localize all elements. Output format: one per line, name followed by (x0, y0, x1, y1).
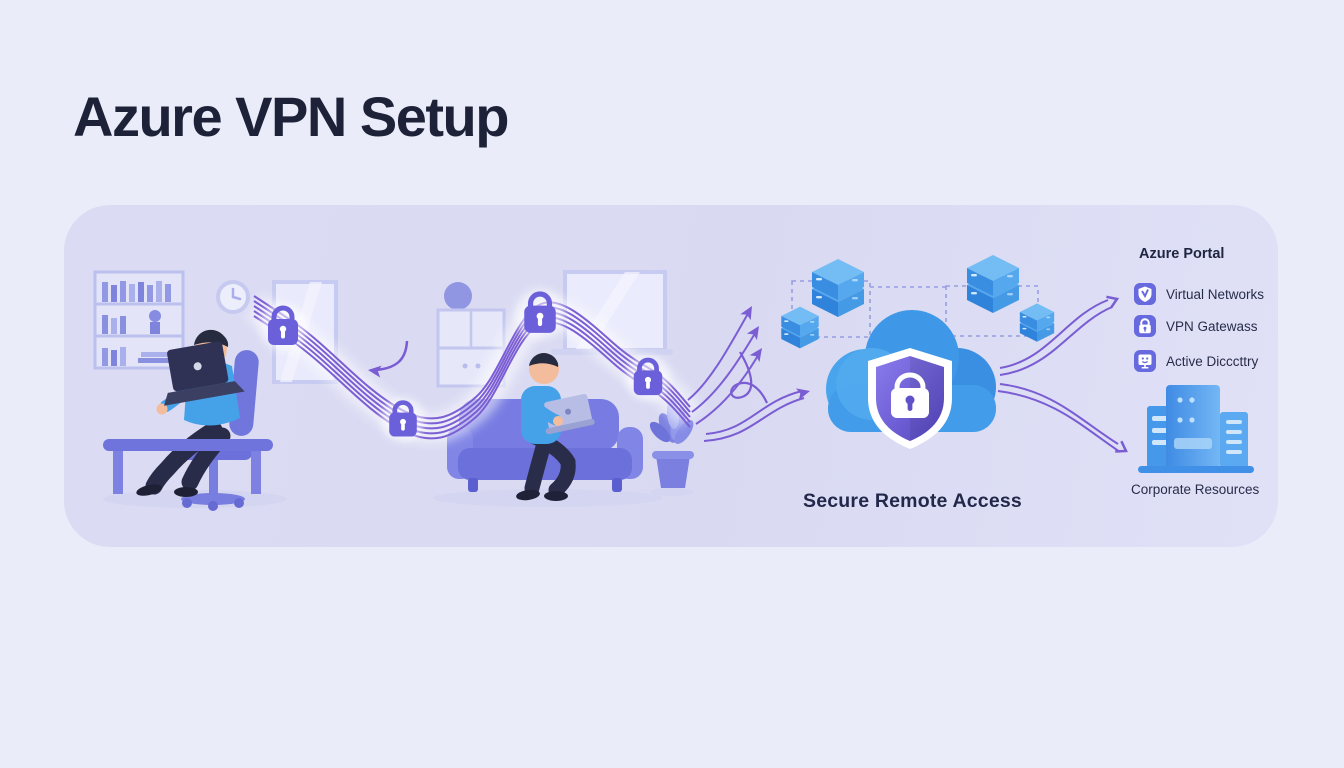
corporate-resources-label: Corporate Resources (1131, 482, 1260, 497)
page-title: Azure VPN Setup (73, 85, 509, 148)
virtual-networks-icon (1134, 283, 1156, 305)
vpn-gateways-icon (1134, 315, 1156, 337)
portal-item-active-directory: Active Dicccttry (1134, 350, 1258, 372)
portal-item-label: Active Dicccttry (1166, 353, 1259, 369)
portal-item-label: VPN Gatewass (1166, 318, 1258, 334)
portal-item-label: Virtual Networks (1166, 286, 1265, 302)
illustration-panel (64, 205, 1278, 547)
secure-remote-access-label: Secure Remote Access (803, 490, 1022, 512)
portal-item-vpn-gateways: VPN Gatewass (1134, 315, 1258, 337)
active-directory-icon (1134, 350, 1156, 372)
portal-item-virtual-networks: Virtual Networks (1134, 283, 1264, 305)
azure-portal-heading: Azure Portal (1139, 246, 1225, 262)
